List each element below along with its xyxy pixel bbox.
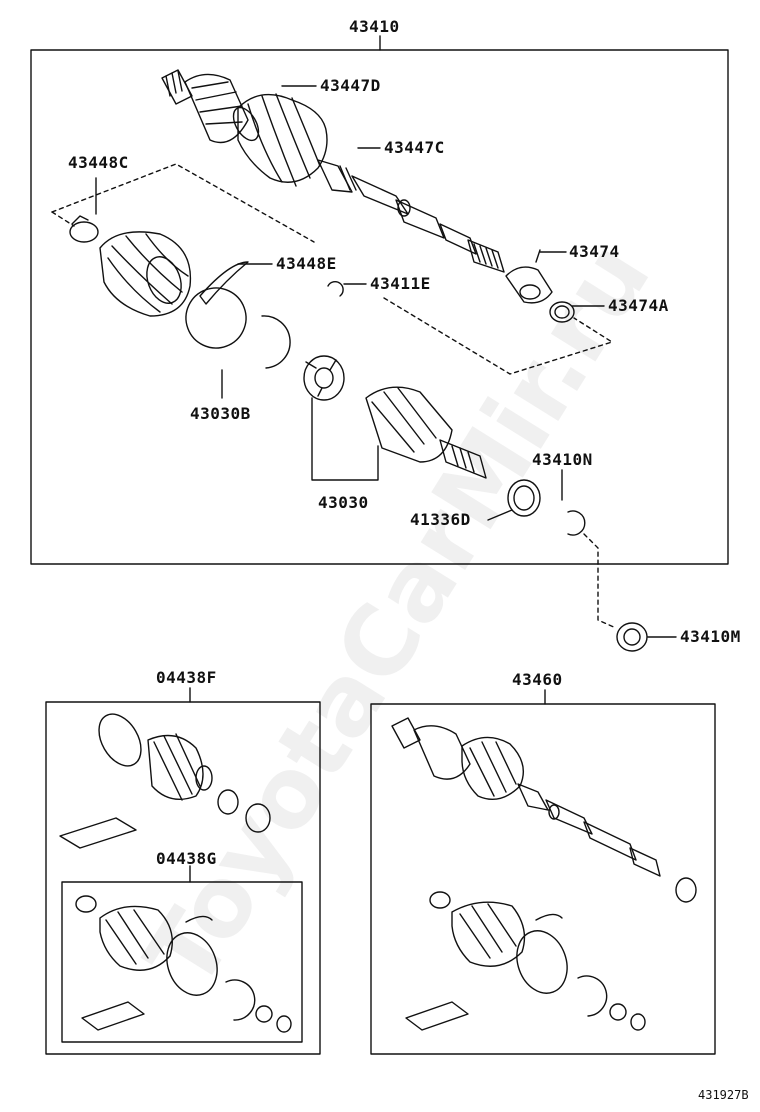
ring-43474A bbox=[549, 301, 575, 323]
callout-43410N[interactable]: 43410N bbox=[532, 450, 593, 469]
snap-ring-43030B bbox=[261, 315, 291, 369]
callout-43411E[interactable]: 43411E bbox=[370, 274, 431, 293]
kit-04438G-parts bbox=[75, 895, 292, 1033]
diagram-code: 431927B bbox=[698, 1088, 749, 1102]
callout-43030B[interactable]: 43030B bbox=[190, 404, 251, 423]
drive-shaft-43460 bbox=[391, 717, 697, 903]
callout-43448C[interactable]: 43448C bbox=[68, 153, 129, 172]
band-43448E bbox=[185, 261, 249, 349]
tripod-43030 bbox=[303, 355, 345, 401]
kit-04438F-parts bbox=[59, 713, 271, 849]
snap-ring-43411E bbox=[327, 280, 344, 297]
seal-41336D bbox=[507, 479, 541, 517]
callout-04438G[interactable]: 04438G bbox=[156, 849, 217, 868]
ring-43410M bbox=[616, 622, 648, 652]
inner-joint-housing bbox=[365, 386, 487, 479]
bearing-43474 bbox=[505, 249, 553, 304]
inner-parts-43460 bbox=[405, 891, 646, 1031]
drive-shaft-43410 bbox=[161, 69, 505, 273]
kit-frame-04438F bbox=[45, 701, 321, 1055]
snap-ring-43410N bbox=[567, 510, 586, 536]
callout-43447D[interactable]: 43447D bbox=[320, 76, 381, 95]
callout-43030[interactable]: 43030 bbox=[318, 493, 369, 512]
kit-frame-04438G bbox=[61, 881, 303, 1043]
callout-43447C[interactable]: 43447C bbox=[384, 138, 445, 157]
callout-43448E[interactable]: 43448E bbox=[276, 254, 337, 273]
callout-43410[interactable]: 43410 bbox=[349, 17, 400, 36]
clamp-43448C bbox=[69, 215, 99, 243]
callout-43410M[interactable]: 43410M bbox=[680, 627, 741, 646]
callout-43474[interactable]: 43474 bbox=[569, 242, 620, 261]
assembly-frame-43460 bbox=[370, 703, 716, 1055]
inner-boot bbox=[99, 231, 192, 317]
callout-04438F[interactable]: 04438F bbox=[156, 668, 217, 687]
callout-41336D[interactable]: 41336D bbox=[410, 510, 471, 529]
callout-43460[interactable]: 43460 bbox=[512, 670, 563, 689]
callout-43474A[interactable]: 43474A bbox=[608, 296, 669, 315]
